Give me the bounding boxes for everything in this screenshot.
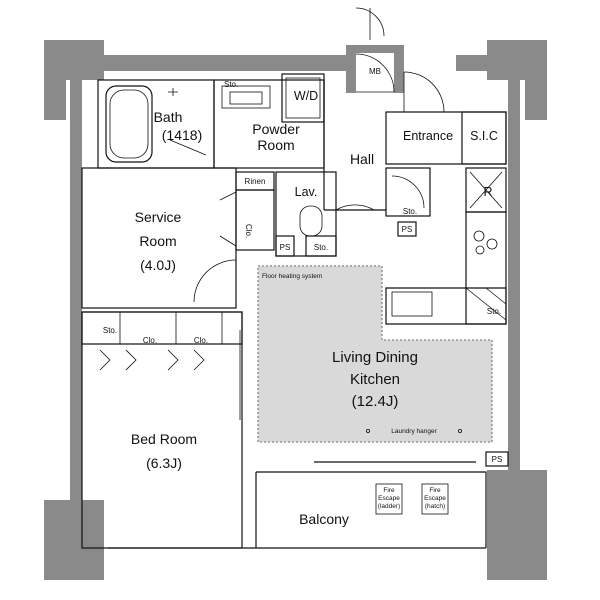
ldk-size-label: (12.4J) <box>352 393 399 410</box>
clo-bed-2-label: Clo. <box>194 336 208 345</box>
laundry-hanger-label: Laundry hanger <box>391 428 437 435</box>
hall-label: Hall <box>350 151 374 167</box>
sto-bed-label: Sto. <box>103 326 117 335</box>
laundry-hook-right <box>457 428 462 433</box>
sto-small-label: Sto. <box>314 243 328 252</box>
ps-entry-label: PS <box>402 225 413 234</box>
r-label: R <box>483 185 492 199</box>
sto-top-label: Sto. <box>224 80 238 89</box>
mb-label: MB <box>369 67 381 76</box>
interior-walls <box>81 7 509 549</box>
service-room-size-label: (4.0J) <box>140 257 176 273</box>
lav-label: Lav. <box>295 185 318 199</box>
sto-kitchen-label: Sto. <box>487 307 501 316</box>
rinen-label: Rinen <box>245 177 266 186</box>
ps-balcony-label: PS <box>492 455 503 464</box>
ldk-label-1: Living Dining <box>332 349 418 366</box>
sic-label: S.I.C <box>470 129 498 143</box>
service-room-label-1: Service <box>135 209 182 225</box>
fire-escape-2-line3: (hatch) <box>425 503 445 510</box>
fire-escape-1-line3: (ladder) <box>378 503 400 510</box>
floor-heating-label: Floor heating system <box>262 273 322 280</box>
powder-room-label-2: Room <box>257 137 294 153</box>
bed-room-size-label: (6.3J) <box>146 455 182 471</box>
ps-small-label: PS <box>280 243 291 252</box>
wd-label: W/D <box>294 89 318 103</box>
clo-service-label: Clo. <box>244 224 253 238</box>
bed-room-label: Bed Room <box>131 431 197 447</box>
fire-escape-1-line2: Escape <box>378 495 400 502</box>
entrance-label: Entrance <box>403 129 453 143</box>
laundry-hook-left <box>365 428 370 433</box>
powder-room-label-1: Powder <box>252 121 300 137</box>
service-room-label-2: Room <box>139 233 176 249</box>
room-labels: Bath (1418) Sto. W/D Powder Room MB Entr… <box>103 67 502 527</box>
sto-entry-label: Sto. <box>403 207 417 216</box>
fire-escape-1-line1: Fire <box>383 487 395 494</box>
clo-bed-1-label: Clo. <box>143 336 157 345</box>
fire-escape-2-line2: Escape <box>424 495 446 502</box>
structural-walls <box>44 40 547 580</box>
fire-escape-2-line1: Fire <box>429 487 441 494</box>
bath-size-label: (1418) <box>162 127 202 143</box>
ldk-label-2: Kitchen <box>350 371 400 388</box>
bath-label: Bath <box>154 109 183 125</box>
balcony-label: Balcony <box>299 511 349 527</box>
